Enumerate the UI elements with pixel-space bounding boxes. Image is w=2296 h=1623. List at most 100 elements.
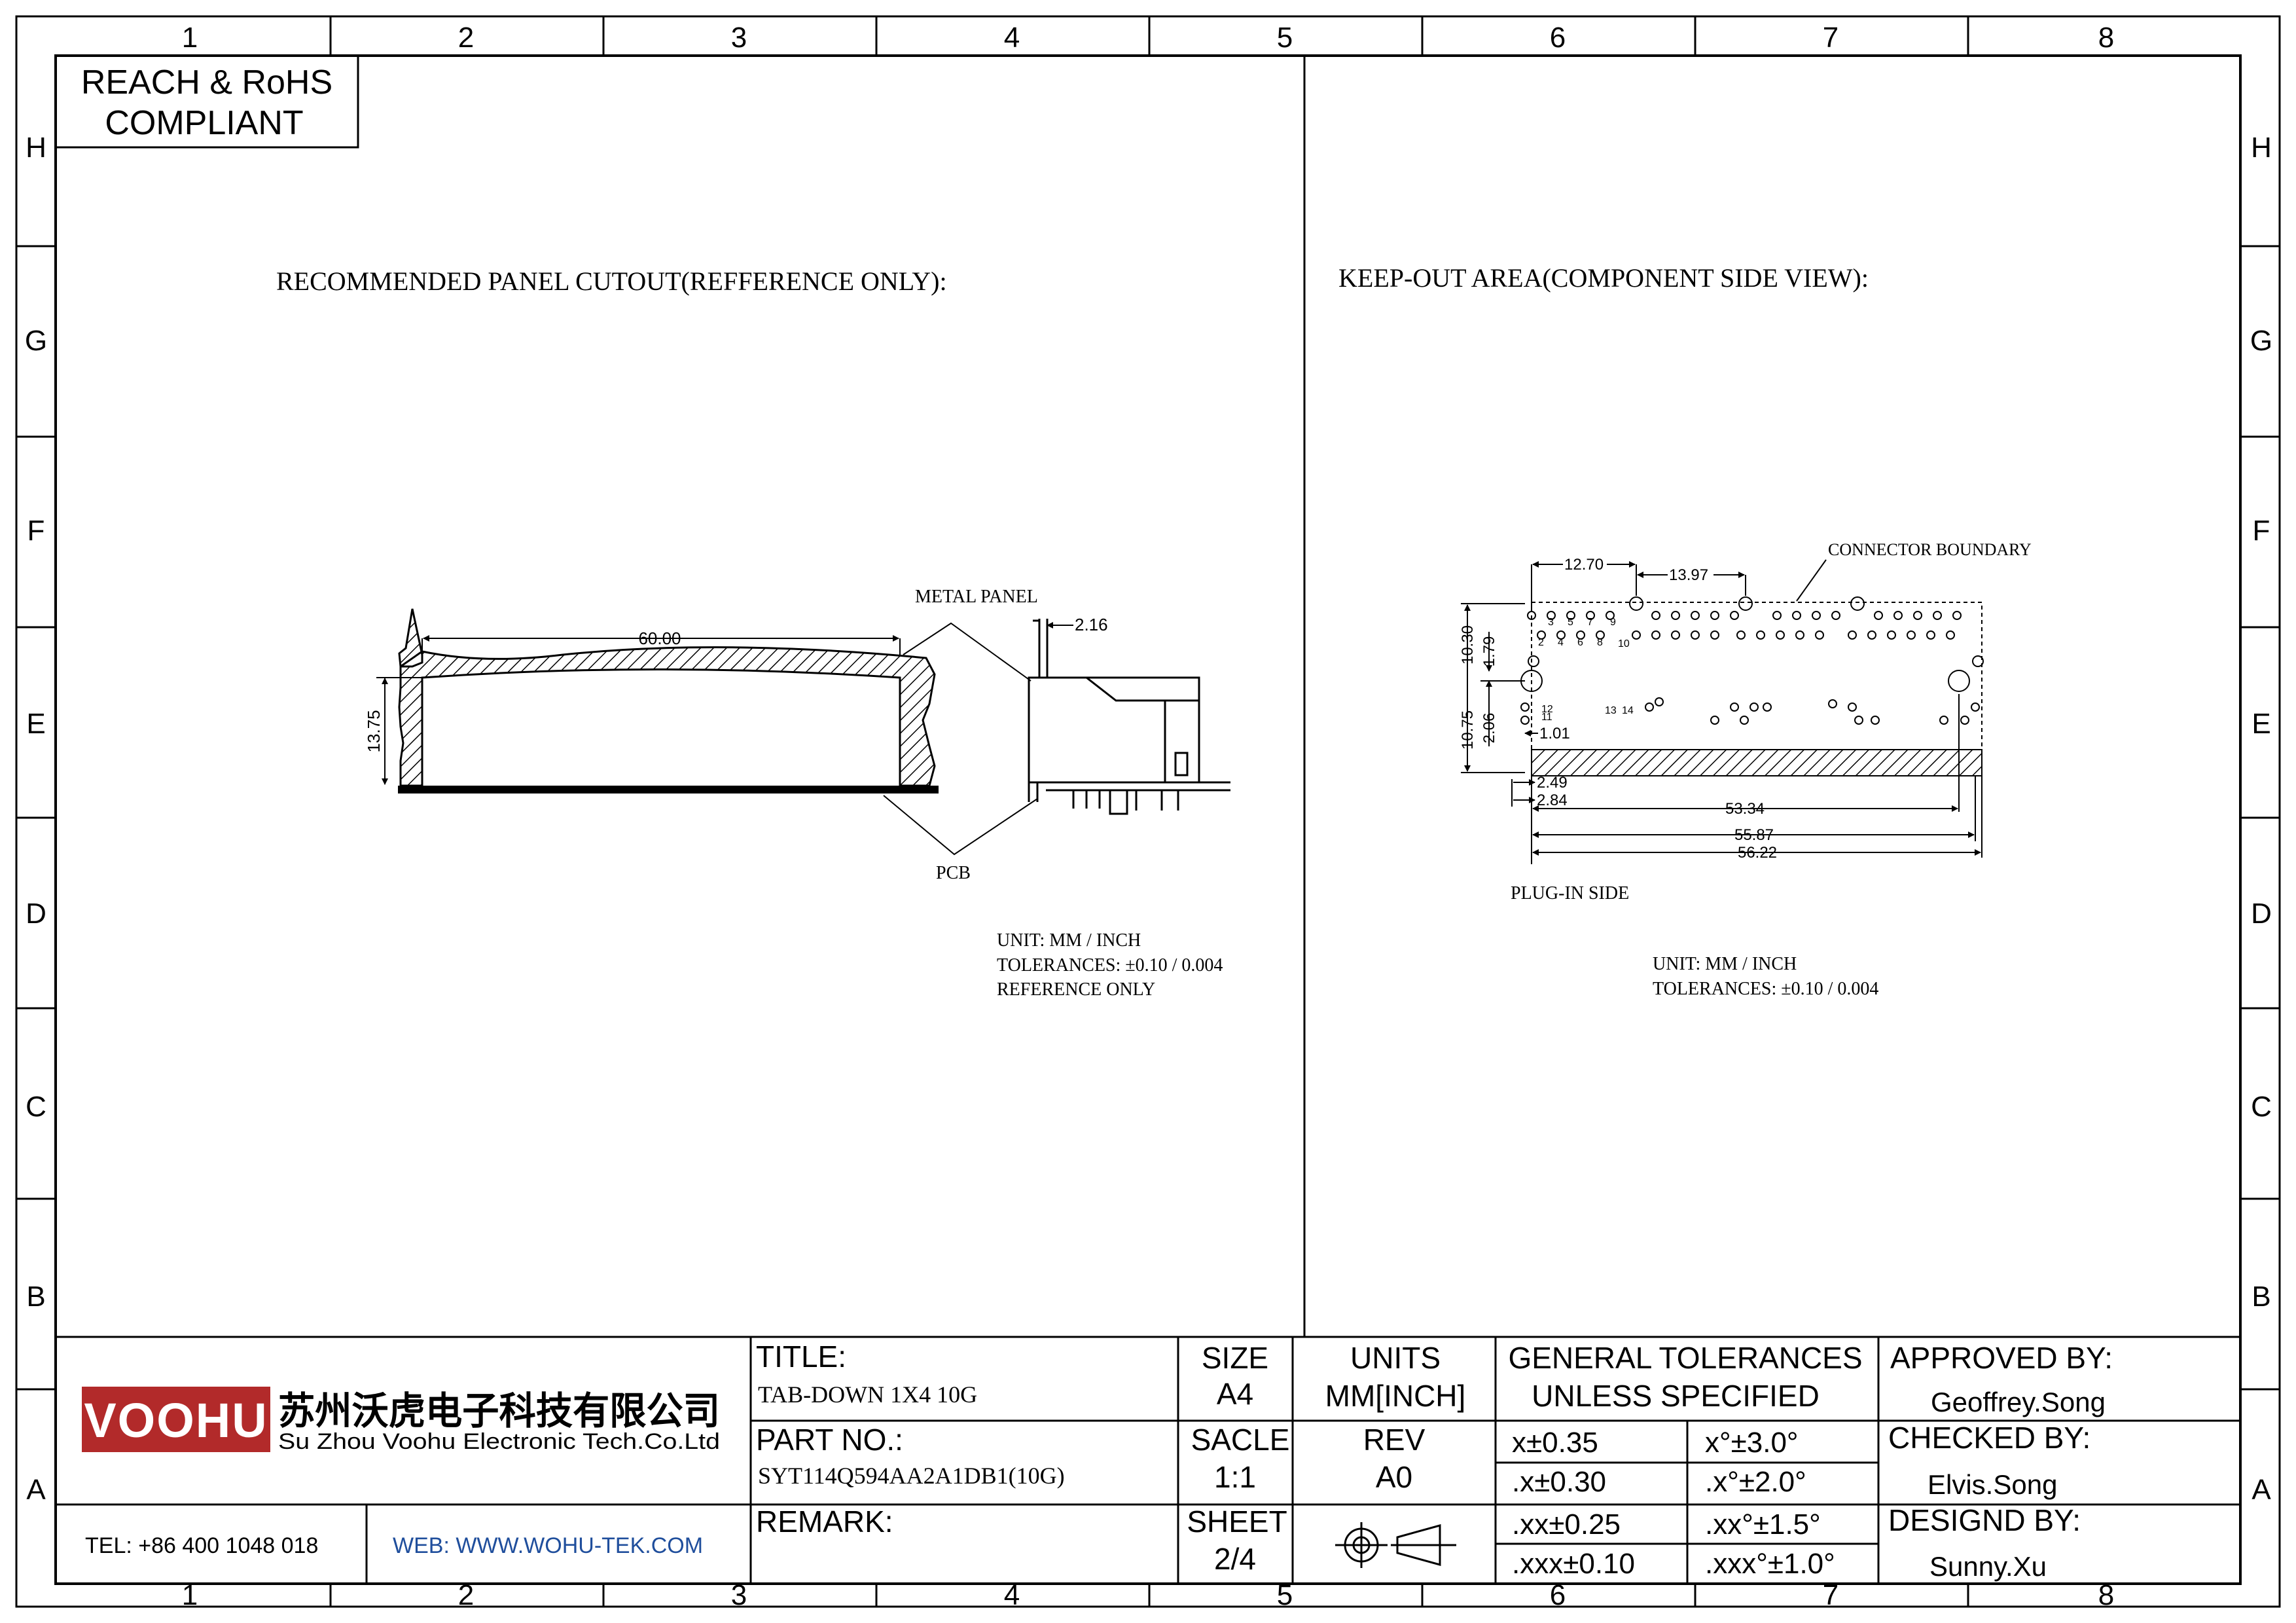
zone-col-bottom-7: 7 — [1823, 1579, 1839, 1611]
zone-row-right-B: B — [2251, 1281, 2270, 1313]
plug-in-side-label: PLUG-IN SIDE — [1511, 883, 1629, 903]
title-label: TITLE: — [756, 1340, 846, 1374]
zone-col-top-6: 6 — [1550, 22, 1566, 54]
zone-row-right-D: D — [2251, 898, 2272, 930]
zone-row-right-F: F — [2253, 515, 2270, 547]
zone-col-top-2: 2 — [458, 22, 474, 54]
zone-col-bottom-6: 6 — [1550, 1579, 1566, 1611]
pin-7: 7 — [1587, 617, 1593, 628]
pcb-leader — [883, 795, 1038, 856]
plug-in-hatch — [1531, 749, 1982, 776]
part-label: PART NO.: — [756, 1423, 903, 1457]
zone-row-right-H: H — [2251, 132, 2272, 164]
designed-value: Sunny.Xu — [1929, 1551, 2047, 1582]
web-text: WEB: WWW.WOHU-TEK.COM — [393, 1533, 703, 1558]
compliance-line2: COMPLIANT — [105, 104, 303, 142]
pin-6: 6 — [1577, 637, 1583, 648]
dim-5334: 53.34 — [1725, 800, 1765, 818]
approved-value: Geoffrey.Song — [1931, 1387, 2106, 1417]
zone-row-right-E: E — [2251, 708, 2270, 740]
keep-out-view: KEEP-OUT AREA(COMPONENT SIDE VIEW): CONN… — [1338, 263, 2032, 999]
rev-value: A0 — [1376, 1460, 1412, 1494]
zone-col-top-5: 5 — [1277, 22, 1293, 54]
pin-10: 10 — [1618, 638, 1630, 649]
rev-label: REV — [1363, 1423, 1426, 1457]
units-value: MM[INCH] — [1325, 1379, 1466, 1413]
company-cn: 苏州沃虎电子科技有限公司 — [278, 1390, 720, 1432]
tel-text: TEL: +86 400 1048 018 — [85, 1533, 318, 1558]
pin-5: 5 — [1568, 617, 1573, 628]
zone-row-left-D: D — [26, 898, 46, 930]
title-block: VOOHU 苏州沃虎电子科技有限公司 Su Zhou Voohu Electro… — [56, 1336, 2240, 1584]
tol-linear-2: .xx±0.25 — [1512, 1508, 1621, 1541]
pin-12: 12 — [1541, 704, 1553, 715]
pcb-label: PCB — [936, 863, 971, 883]
title-value: TAB-DOWN 1X4 10G — [758, 1381, 977, 1408]
dim-5622: 56.22 — [1738, 844, 1777, 862]
zone-row-left-C: C — [26, 1091, 46, 1123]
left-note-tol: TOLERANCES: ±0.10 / 0.004 — [997, 955, 1223, 976]
zone-col-top-1: 1 — [182, 22, 198, 54]
panel-cutout-view: RECOMMENDED PANEL CUTOUT(REFFERENCE ONLY… — [276, 266, 1230, 1000]
pin-13: 13 — [1605, 705, 1617, 716]
zone-row-left-G: G — [25, 325, 47, 357]
zone-col-bottom-4: 4 — [1004, 1579, 1020, 1611]
tol-linear-0: x±0.35 — [1512, 1427, 1598, 1459]
right-note-unit: UNIT: MM / INCH — [1653, 954, 1797, 974]
dim-60-text: 60.00 — [638, 629, 681, 648]
pin-14: 14 — [1622, 705, 1634, 716]
voohu-logo — [82, 1387, 270, 1452]
dim-216-text: 2.16 — [1075, 615, 1108, 634]
panel-cutout-title: RECOMMENDED PANEL CUTOUT(REFFERENCE ONLY… — [276, 266, 947, 296]
dim-1030: 10.30 — [1459, 625, 1477, 665]
dim-1397: 13.97 — [1669, 566, 1708, 584]
zone-col-bottom-5: 5 — [1277, 1579, 1293, 1611]
zone-col-bottom-1: 1 — [182, 1579, 198, 1611]
projection-symbol-icon — [1335, 1522, 1456, 1568]
part-value: SYT114Q594AA2A1DB1(10G) — [758, 1463, 1065, 1489]
zone-col-top-4: 4 — [1004, 22, 1020, 54]
zone-row-right-G: G — [2250, 325, 2272, 357]
tol-angular-0: x°±3.0° — [1705, 1427, 1799, 1459]
pin-8: 8 — [1597, 637, 1603, 648]
panel-hatch — [398, 608, 936, 787]
connector-boundary-label: CONNECTOR BOUNDARY — [1828, 540, 2032, 559]
dim-1075: 10.75 — [1459, 710, 1477, 750]
zone-col-top-3: 3 — [731, 22, 747, 54]
pin-4: 4 — [1558, 637, 1564, 648]
sheet-label: SHEET — [1187, 1504, 1287, 1539]
zone-col-bottom-8: 8 — [2098, 1579, 2114, 1611]
tol-angular-3: .xxx°±1.0° — [1705, 1548, 1835, 1580]
inner-border — [54, 54, 2242, 1585]
dim-1375-text: 13.75 — [364, 710, 384, 752]
tol-angular-2: .xx°±1.5° — [1705, 1508, 1821, 1541]
zone-col-bottom-3: 3 — [731, 1579, 747, 1611]
left-note-ref: REFERENCE ONLY — [997, 979, 1155, 1000]
size-label: SIZE — [1202, 1341, 1268, 1375]
connector-boundary-rect — [1531, 602, 1982, 773]
zone-col-top-7: 7 — [1823, 22, 1839, 54]
dim-179: 1.79 — [1480, 636, 1498, 667]
zone-col-bottom-2: 2 — [458, 1579, 474, 1611]
zone-row-right-C: C — [2251, 1091, 2272, 1123]
left-note-unit: UNIT: MM / INCH — [997, 930, 1141, 951]
connector-side-profile — [1028, 619, 1230, 815]
dim-1270: 12.70 — [1564, 556, 1604, 574]
tol-linear-1: .x±0.30 — [1512, 1466, 1606, 1498]
approved-label: APPROVED BY: — [1890, 1341, 2113, 1375]
zone-row-left-F: F — [27, 515, 45, 547]
zone-row-left-E: E — [26, 708, 45, 740]
metal-panel-label: METAL PANEL — [915, 587, 1038, 607]
metal-panel-leader — [903, 622, 1031, 682]
pin-9: 9 — [1610, 617, 1616, 628]
pin-2: 2 — [1538, 637, 1544, 648]
remark-label: REMARK: — [756, 1504, 893, 1539]
keep-out-title: KEEP-OUT AREA(COMPONENT SIDE VIEW): — [1338, 263, 1869, 293]
zone-row-right-A: A — [2251, 1474, 2271, 1506]
dim-5587: 55.87 — [1734, 826, 1774, 844]
tol-header-2: UNLESS SPECIFIED — [1532, 1379, 1820, 1413]
pin-11: 11 — [1541, 712, 1552, 723]
zone-ticks — [16, 16, 2280, 1607]
zone-row-left-H: H — [26, 132, 46, 164]
